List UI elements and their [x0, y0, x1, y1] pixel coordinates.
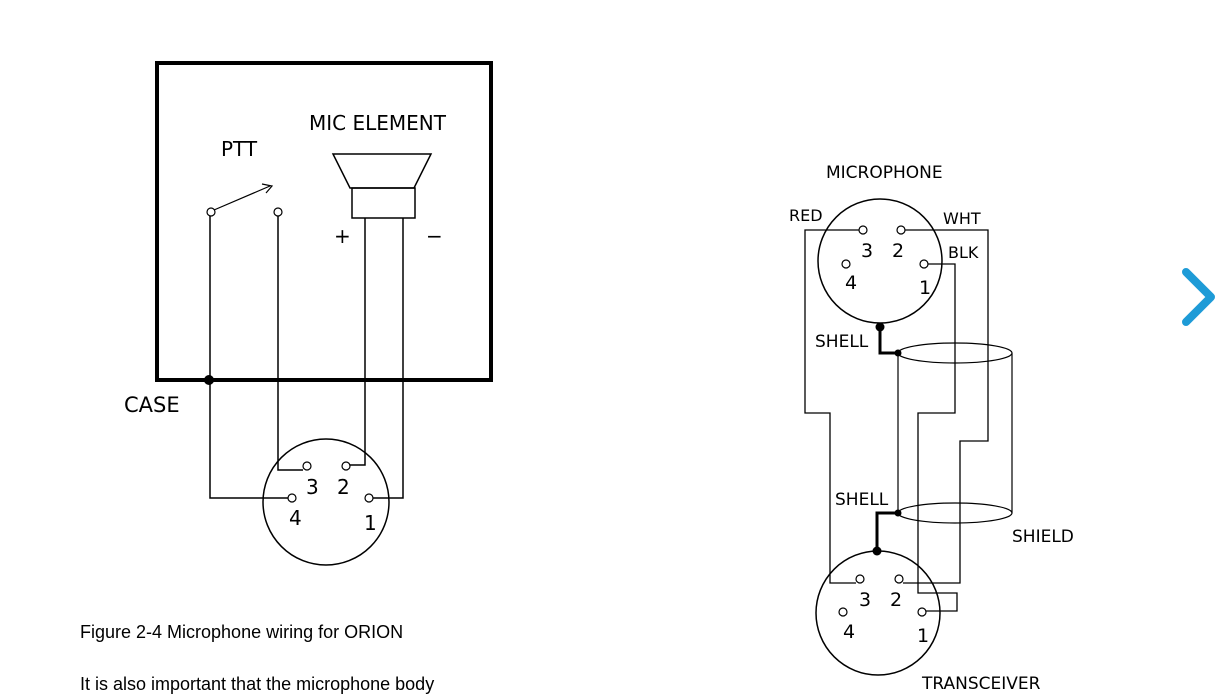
mic-element-label: MIC ELEMENT — [309, 111, 447, 135]
mic-element-body — [351, 187, 416, 219]
bottom-pin4 — [838, 607, 848, 617]
wht-wire — [903, 229, 989, 584]
left-pin3 — [302, 461, 312, 471]
left-pin2-label: 2 — [337, 475, 350, 499]
right-dots — [872, 322, 902, 556]
shell-top-label: SHELL — [815, 332, 869, 352]
microphone-label: MICROPHONE — [826, 163, 943, 183]
wht-label: WHT — [943, 209, 981, 228]
next-page-button[interactable] — [1170, 262, 1228, 332]
ptt-arrow-icon — [261, 183, 274, 194]
bottom-pin1-label: 1 — [917, 625, 929, 647]
ptt-label: PTT — [221, 137, 258, 161]
top-shield-dot — [894, 349, 902, 357]
red-label: RED — [789, 206, 823, 225]
case-junction-dot — [204, 375, 214, 385]
left-pin3-label: 3 — [306, 475, 319, 499]
left-pin4 — [287, 493, 297, 503]
bottom-pin3 — [855, 574, 865, 584]
shell-bottom-label: SHELL — [835, 490, 889, 510]
top-pin2 — [896, 225, 906, 235]
shield-bottom-ellipse — [897, 502, 1013, 524]
top-pin4-label: 4 — [845, 272, 857, 294]
red-wire — [804, 229, 859, 584]
bottom-pin4-label: 4 — [843, 621, 855, 643]
blk-wire — [917, 263, 958, 612]
left-diagram — [155, 61, 493, 566]
left-pin2 — [341, 461, 351, 471]
top-pin3 — [858, 225, 868, 235]
case-label: CASE — [124, 393, 180, 417]
ptt-contact-right — [273, 207, 283, 217]
chevron-right-icon — [1182, 268, 1215, 326]
top-pin1-label: 1 — [919, 277, 931, 299]
bottom-shield-dot — [894, 509, 902, 517]
right-diagram — [804, 198, 1013, 676]
top-shell-lead — [878, 327, 898, 355]
wire-case-pin4 — [209, 380, 289, 499]
body-text: It is also important that the microphone… — [80, 674, 435, 694]
top-pin1 — [919, 259, 929, 269]
figure-caption: Figure 2-4 Microphone wiring for ORION — [80, 622, 404, 642]
mic-element-icon — [331, 153, 433, 189]
wire-ptt-pin3 — [277, 216, 303, 471]
ptt-lever — [213, 185, 271, 211]
shield-label: SHIELD — [1012, 527, 1074, 547]
left-pin1-label: 1 — [364, 511, 377, 535]
mic-case-box — [155, 61, 493, 382]
bottom-pin3-label: 3 — [859, 589, 871, 611]
bottom-shell-lead — [875, 511, 898, 551]
left-pin1 — [364, 493, 374, 503]
wire-plus-pin2 — [350, 218, 366, 466]
left-labels: PTT MIC ELEMENT + − CASE 3 2 4 1 — [124, 111, 447, 535]
right-labels: MICROPHONE RED WHT BLK SHELL SHELL SHIEL… — [789, 163, 1074, 694]
transceiver-label: TRANSCEIVER — [921, 674, 1041, 694]
left-pin4-label: 4 — [289, 506, 302, 530]
plus-label: + — [334, 224, 351, 248]
ptt-contact-left — [206, 207, 216, 217]
top-pin3-label: 3 — [861, 240, 873, 262]
bottom-pin2-label: 2 — [890, 589, 902, 611]
wire-minus-pin1 — [373, 218, 404, 499]
bottom-pin1 — [917, 607, 927, 617]
left-connector — [262, 438, 390, 566]
top-shell-dot — [875, 322, 885, 332]
top-pin2-label: 2 — [892, 240, 904, 262]
top-pin4 — [841, 259, 851, 269]
minus-label: − — [426, 224, 443, 248]
bottom-pin2 — [894, 574, 904, 584]
bottom-shell-dot — [872, 546, 882, 556]
blk-label: BLK — [948, 243, 979, 262]
